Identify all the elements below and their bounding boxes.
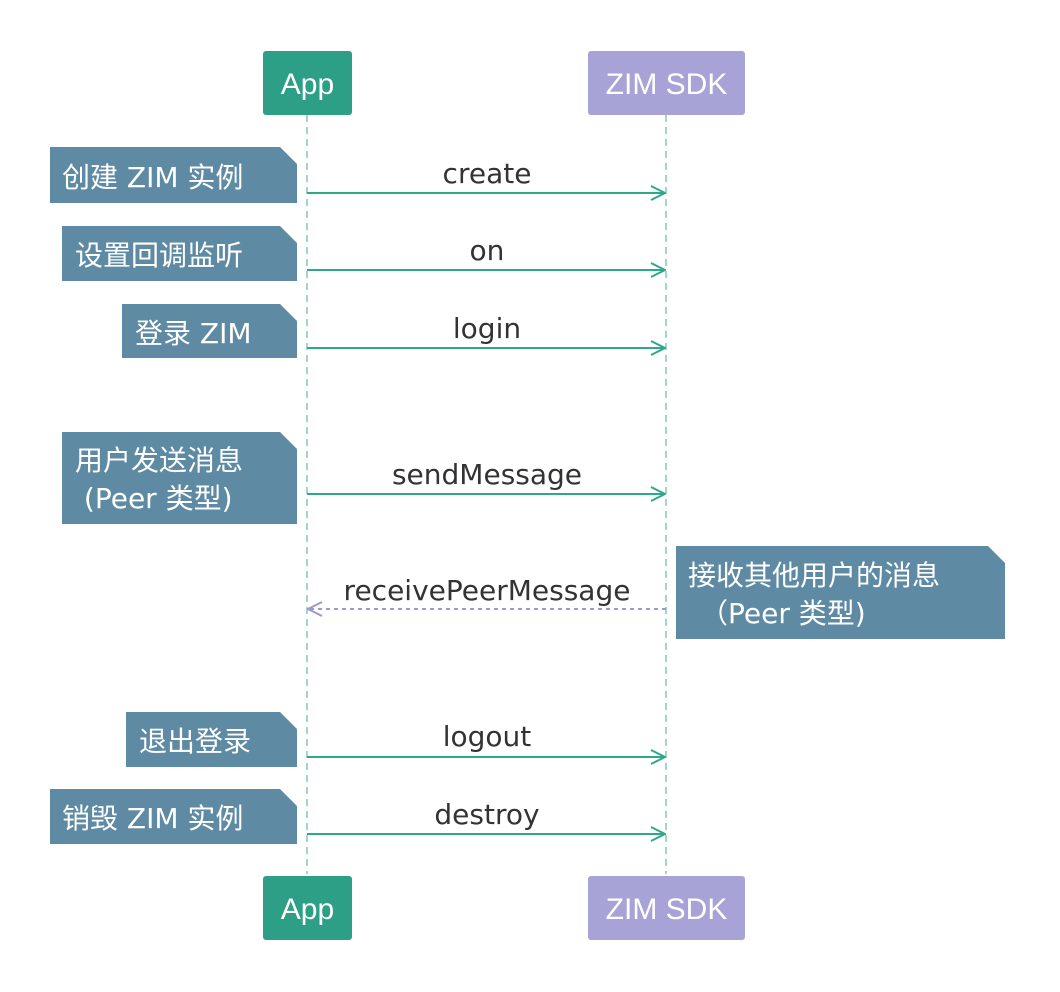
app-participant-bottom: App bbox=[263, 876, 352, 940]
note-text: 登录 ZIM bbox=[135, 317, 252, 350]
note-login: 登录 ZIM bbox=[122, 304, 297, 358]
sdk-participant-label: ZIM SDK bbox=[606, 893, 728, 926]
message-label: receivePeerMessage bbox=[344, 574, 631, 607]
note-destroy-instance: 销毁 ZIM 实例 bbox=[50, 789, 297, 844]
message-label: create bbox=[443, 157, 532, 190]
message-label: login bbox=[453, 312, 521, 345]
message-label: on bbox=[470, 234, 505, 267]
message-logout: logout bbox=[307, 720, 664, 757]
note-text-line-2: （Peer 类型) bbox=[700, 597, 866, 630]
message-label: destroy bbox=[434, 798, 539, 831]
note-create-instance: 创建 ZIM 实例 bbox=[50, 147, 297, 203]
note-logout: 退出登录 bbox=[126, 712, 297, 767]
note-text-line-1: 用户发送消息 bbox=[75, 444, 243, 477]
sdk-participant-label: ZIM SDK bbox=[606, 68, 728, 101]
note-receive-message: 接收其他用户的消息 （Peer 类型) bbox=[676, 546, 1005, 639]
message-send-message: sendMessage bbox=[307, 458, 664, 494]
app-participant-label: App bbox=[281, 68, 334, 101]
message-create: create bbox=[307, 157, 664, 193]
sdk-participant-bottom: ZIM SDK bbox=[588, 876, 745, 940]
message-label: logout bbox=[443, 720, 532, 753]
message-label: sendMessage bbox=[392, 458, 582, 491]
message-login: login bbox=[307, 312, 664, 348]
sdk-participant-top: ZIM SDK bbox=[588, 51, 745, 115]
note-text: 销毁 ZIM 实例 bbox=[62, 802, 243, 835]
note-text-line-2: (Peer 类型) bbox=[75, 482, 233, 515]
message-on: on bbox=[307, 234, 664, 270]
message-destroy: destroy bbox=[307, 798, 664, 834]
app-participant-top: App bbox=[263, 51, 352, 115]
note-text: 设置回调监听 bbox=[75, 239, 243, 272]
note-text: 退出登录 bbox=[139, 725, 251, 758]
message-receive-peer-message: receivePeerMessage bbox=[309, 574, 666, 609]
note-text: 创建 ZIM 实例 bbox=[62, 161, 243, 194]
note-send-message: 用户发送消息 (Peer 类型) bbox=[62, 432, 297, 524]
note-set-callback: 设置回调监听 bbox=[62, 226, 297, 281]
note-text-line-1: 接收其他用户的消息 bbox=[688, 559, 940, 592]
app-participant-label: App bbox=[281, 893, 334, 926]
